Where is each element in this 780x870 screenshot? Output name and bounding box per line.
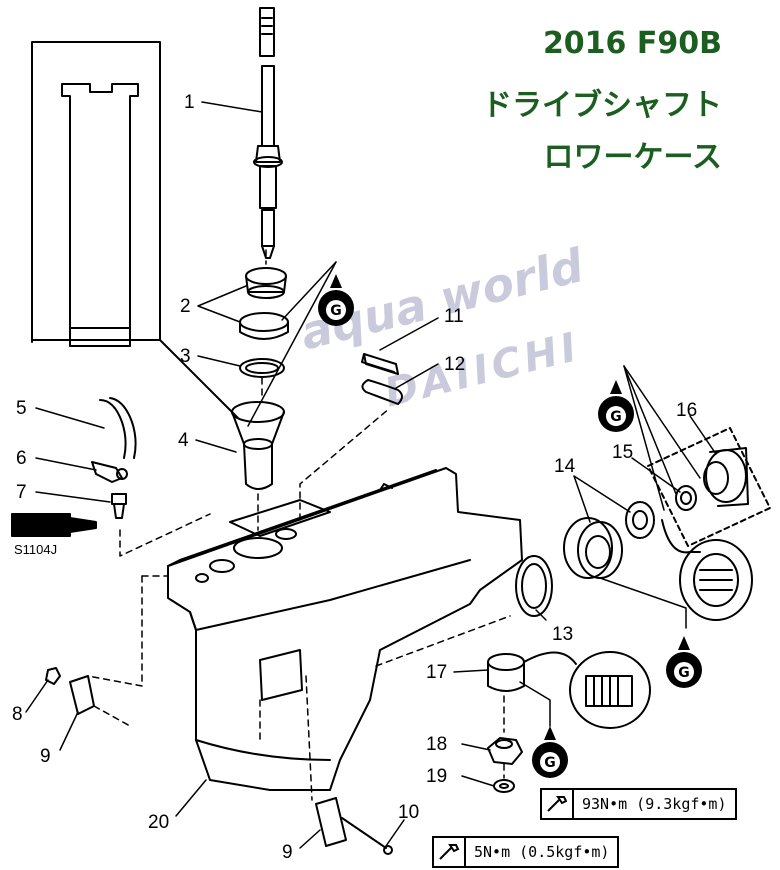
hose-nipple [111,493,127,519]
wrench-icon [434,838,466,866]
o-ring [239,358,285,378]
grease-arrows [247,261,701,727]
section-title-lower-case: ロワーケース [543,140,723,175]
hose-clip [91,461,123,483]
callout-13: 13 [552,624,573,645]
inset-sleeve [61,83,139,347]
insert-11 [361,353,399,375]
needle-detail-bubble [569,651,651,729]
bearing-race [563,501,655,579]
callout-16: 16 [676,400,697,421]
callout-14: 14 [554,456,576,477]
svg-text:G: G [544,755,556,771]
svg-text:G: G [330,303,342,319]
water-hose [99,399,127,459]
callout-7: 7 [16,482,27,503]
callout-11: 11 [444,306,464,327]
gear-frame [647,427,771,547]
torque-value: 5N•m (0.5kgf•m) [474,843,610,861]
bolt [341,817,387,849]
sealant-tube [11,513,71,537]
callout-2: 2 [180,296,191,317]
anode-upper [69,675,95,715]
section-title-drive-shaft: ドライブシャフト [482,88,722,123]
bearing-set [239,267,289,340]
grease-marks: G G G G [318,274,702,778]
callout-1: 1 [184,92,195,113]
drive-shaft [253,7,283,259]
callout-15: 15 [612,442,633,463]
torque-value: 93N•m (9.3kgf•m) [582,795,727,813]
torque-spec-nut: 93N•m (9.3kgf•m) [540,788,737,820]
gasket-ring [515,555,553,617]
sealant-code: S1104J [14,542,58,557]
inset-frame [31,41,161,341]
leader-lines [25,101,717,849]
pinion-bearing [675,485,697,511]
lower-casing [167,467,523,791]
callout-4: 4 [178,430,189,451]
bearing-detail-bubble [679,539,753,621]
insert-12 [361,379,403,405]
callout-6: 6 [16,448,27,469]
callout-18: 18 [426,734,447,755]
callout-numbers: 1 2 3 4 5 6 7 8 9 9 10 11 12 13 14 15 16… [12,92,697,863]
callout-10: 10 [398,802,419,823]
callout-8: 8 [12,704,23,725]
callout-12: 12 [444,354,465,375]
svg-text:G: G [678,665,690,681]
pinion-gear [703,447,749,507]
washer [493,779,515,793]
needle-bearing [487,653,525,692]
callout-9-lower: 9 [282,842,293,863]
callout-9: 9 [40,746,51,767]
svg-text:G: G [610,409,622,425]
assembly-lines [87,249,511,801]
sleeve-housing [231,401,285,490]
callout-5: 5 [16,398,27,419]
callout-17: 17 [426,662,447,683]
inset-leader [159,339,239,419]
model-title: 2016 F90B [542,26,722,61]
torque-spec-bolt: 5N•m (0.5kgf•m) [432,836,620,868]
callout-3: 3 [180,346,191,367]
drain-plug [45,667,61,685]
wrench-icon [542,790,574,818]
callout-19: 19 [426,766,447,787]
callout-20: 20 [148,812,169,833]
propeller-nut [487,737,523,765]
anode-lower [315,797,347,847]
